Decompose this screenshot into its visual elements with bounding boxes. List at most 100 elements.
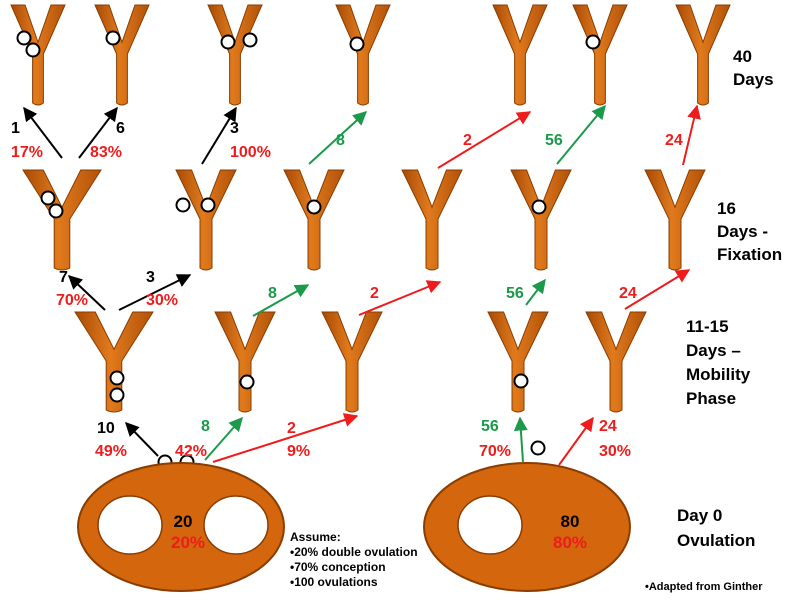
embryo-dot — [349, 36, 365, 52]
red-flow-arrow — [682, 104, 701, 166]
label-count: 3 — [230, 120, 239, 137]
assume-line-3: •100 ovulations — [290, 575, 378, 589]
uterus-y-shape — [675, 4, 731, 106]
red-flow-arrow — [437, 111, 532, 169]
embryo-dot — [530, 440, 546, 456]
black-flow-arrow — [201, 106, 237, 165]
uterus-y-shape — [401, 169, 463, 271]
flow-arrows — [23, 104, 701, 466]
green-flow-arrow — [204, 416, 243, 461]
uterus-y-shape — [22, 169, 102, 271]
left-ovary: 20 20% — [77, 462, 285, 592]
svg-text:Days –: Days – — [686, 341, 741, 360]
embryo-dot — [16, 30, 32, 46]
uterus-y-shape — [207, 4, 263, 106]
embryo-dot — [40, 190, 56, 206]
black-flow-arrow — [125, 421, 159, 457]
svg-text:Days -: Days - — [717, 222, 768, 241]
label-percent: 30% — [599, 443, 631, 460]
uterus-y-shape — [492, 4, 548, 106]
uterus-y-shape — [283, 169, 345, 271]
left-ovary-count: 20 — [174, 512, 193, 531]
label-count: 10 — [97, 420, 115, 437]
uterus-y-shape — [321, 311, 383, 413]
label-count: 8 — [268, 285, 277, 302]
embryo-dot — [48, 203, 64, 219]
source-credit: •Adapted from Ginther — [645, 581, 763, 593]
green-flow-arrow — [252, 284, 310, 317]
assumptions-note: Assume: •20% double ovulation •70% conce… — [290, 530, 418, 589]
label-percent: 9% — [287, 443, 310, 460]
embryo-dot — [220, 34, 236, 50]
assume-title: Assume: — [290, 530, 341, 544]
label-percent: 100% — [230, 144, 271, 161]
svg-text:Mobility: Mobility — [686, 365, 751, 384]
uterus-y-shape — [644, 169, 706, 271]
label-count: 2 — [370, 285, 379, 302]
label-count: 24 — [619, 285, 637, 302]
uterus-y-shape — [487, 311, 549, 413]
uterus-shapes — [10, 4, 731, 413]
embryo-dot — [25, 42, 41, 58]
embryo-markers — [16, 30, 601, 470]
embryo-dot — [585, 34, 601, 50]
label-count: 8 — [336, 132, 345, 149]
embryo-dot — [513, 373, 529, 389]
black-flow-arrow — [23, 106, 63, 159]
left-ovary-percent: 20% — [171, 533, 205, 552]
svg-text:11-15: 11-15 — [686, 317, 729, 336]
embryo-dot — [109, 387, 125, 403]
black-flow-arrow — [118, 274, 192, 311]
label-count: 24 — [665, 132, 683, 149]
uterus-y-shape — [510, 169, 572, 271]
uterus-y-shape — [175, 169, 237, 271]
green-flow-arrow — [308, 111, 368, 165]
svg-text:16: 16 — [717, 199, 736, 218]
black-flow-arrow — [67, 275, 106, 311]
label-percent: 42% — [175, 443, 207, 460]
label-count: 7 — [59, 269, 68, 286]
embryo-dot — [531, 199, 547, 215]
label-percent: 70% — [479, 443, 511, 460]
uterus-y-shape — [335, 4, 391, 106]
svg-text:Days: Days — [733, 70, 774, 89]
uterus-y-shape — [585, 311, 647, 413]
embryo-dot — [105, 30, 121, 46]
svg-text:Day 0: Day 0 — [677, 506, 722, 525]
stage-label-16-days: 16 Days - Fixation — [717, 199, 782, 264]
assume-line-2: •70% conception — [290, 560, 386, 574]
uterus-y-shape — [214, 311, 276, 413]
label-count: 24 — [599, 418, 617, 435]
embryo-dot — [239, 374, 255, 390]
label-percent: 17% — [11, 144, 43, 161]
embryo-dot — [242, 32, 258, 48]
stage-label-day-0: Day 0 Ovulation — [677, 506, 755, 550]
red-flow-arrow — [558, 416, 594, 466]
label-count: 3 — [146, 269, 155, 286]
label-count: 56 — [545, 132, 563, 149]
flow-labels: 10 49% 42% 8 2 9% 56 70% 24 30% 7 70% 3 … — [11, 120, 683, 460]
svg-text:Ovulation: Ovulation — [677, 531, 755, 550]
right-ovary: 80 80% — [423, 462, 631, 592]
label-count: 8 — [201, 418, 210, 435]
svg-text:40: 40 — [733, 47, 752, 66]
stage-label-11-15-days: 11-15 Days – Mobility Phase — [686, 317, 751, 408]
embryo-dot — [200, 197, 216, 213]
label-percent: 83% — [90, 144, 122, 161]
red-flow-arrow — [358, 280, 442, 316]
assume-line-1: •20% double ovulation — [290, 545, 418, 559]
uterus-y-shape — [74, 311, 154, 413]
embryo-dot — [306, 199, 322, 215]
red-flow-arrow — [624, 269, 691, 310]
embryo-dot — [109, 370, 125, 386]
black-flow-arrow — [78, 106, 118, 159]
svg-text:Phase: Phase — [686, 389, 736, 408]
right-ovary-percent: 80% — [553, 533, 587, 552]
label-count: 6 — [116, 120, 125, 137]
green-flow-arrow — [556, 104, 606, 165]
label-percent: 30% — [146, 292, 178, 309]
uterus-y-shape — [94, 4, 150, 106]
label-percent: 70% — [56, 292, 88, 309]
green-flow-arrow — [513, 416, 528, 463]
